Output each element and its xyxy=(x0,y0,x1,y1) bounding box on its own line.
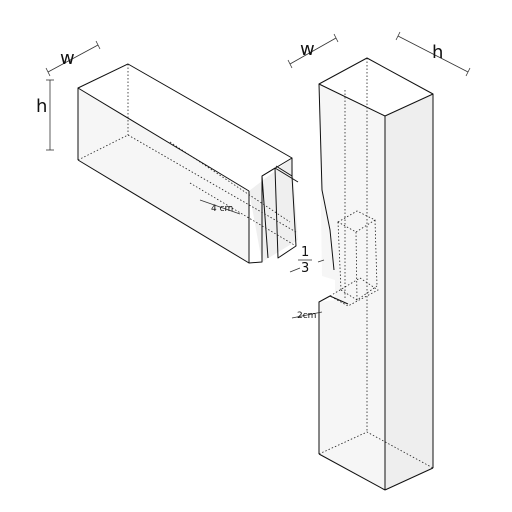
beam-height-label: h xyxy=(36,96,47,117)
post-top-face xyxy=(319,58,433,116)
beam-tenon-top xyxy=(261,157,293,177)
beam-width-label: w xyxy=(60,48,75,69)
beam-hidden-back-long xyxy=(127,134,297,233)
fraction-numerator: 1 xyxy=(301,245,309,260)
beam-tenon-edge xyxy=(274,167,299,183)
beam-hidden-tenon-1 xyxy=(169,141,291,223)
tenon-length-label: 4 cm xyxy=(211,204,233,214)
beam-bottom-front-edge xyxy=(77,159,250,264)
shoulder-depth-label: 2cm xyxy=(297,311,316,321)
beam-outline xyxy=(77,63,293,160)
post-width-dimension: w xyxy=(287,33,339,69)
beam xyxy=(77,63,299,264)
post xyxy=(318,57,434,491)
fraction-dimension: 1 3 xyxy=(289,245,325,276)
beam-hidden-back-bottom xyxy=(77,134,129,161)
beam-top-front-edge xyxy=(77,87,250,192)
beam-tenon-edge-2 xyxy=(261,175,269,259)
post-hidden-bottom xyxy=(318,431,434,469)
mortise-bottom xyxy=(340,285,378,301)
post-height-dimension: h xyxy=(395,31,471,77)
mortise-edge-1 xyxy=(337,221,342,291)
post-left-edge-upper xyxy=(318,83,335,271)
post-side-face xyxy=(385,94,433,490)
mortise-lower-box xyxy=(329,277,379,307)
beam-hidden-tenon-2 xyxy=(189,182,297,247)
mortise-edge-3 xyxy=(374,219,378,287)
beam-side-face xyxy=(78,64,292,191)
mortise-edge-2 xyxy=(355,231,358,301)
post-notch xyxy=(318,295,349,454)
fraction-denominator: 3 xyxy=(301,261,309,276)
post-front-face xyxy=(319,84,385,490)
beam-end-face xyxy=(249,158,298,262)
tenon-length-dimension: 4 cm xyxy=(199,199,241,215)
beam-height-dimension: h xyxy=(36,79,54,151)
beam-front-face xyxy=(78,88,249,263)
post-bottom-side-edge xyxy=(384,467,434,491)
post-bottom-front-edge xyxy=(318,453,386,491)
beam-width-dimension: w xyxy=(45,40,101,77)
post-width-label: w xyxy=(300,39,315,60)
post-height-label: h xyxy=(432,42,443,63)
shoulder-dimension: 2cm xyxy=(291,311,323,321)
